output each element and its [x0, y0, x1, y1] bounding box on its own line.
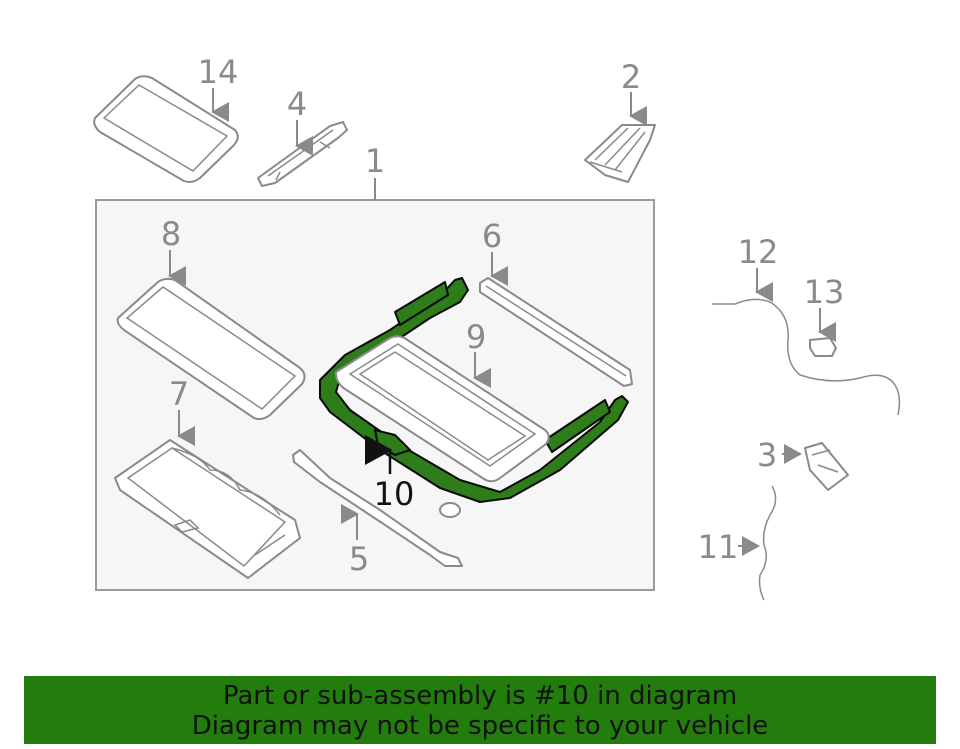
callout-7: 7 [169, 375, 189, 413]
callout-4: 4 [287, 85, 307, 123]
banner-line-1: Part or sub-assembly is #10 in diagram [222, 681, 738, 711]
callout-1: 1 [365, 142, 385, 180]
cap [439, 502, 461, 518]
callout-14: 14 [198, 53, 239, 91]
callout-13: 13 [804, 273, 845, 311]
part-13-clip[interactable] [809, 337, 837, 357]
callout-8: 8 [161, 215, 181, 253]
part-11-hose[interactable] [758, 485, 777, 601]
part-3-bracket[interactable] [804, 442, 849, 491]
callout-10: 10 [374, 475, 415, 513]
callout-5: 5 [349, 540, 369, 578]
part-9-glass-panel[interactable] [334, 335, 550, 483]
part-2-bracket[interactable] [584, 124, 656, 183]
parts-diagram: 1 2 3 4 5 6 7 8 9 10 11 12 13 14 [93, 53, 901, 601]
banner-line-2: Diagram may not be specific to your vehi… [191, 711, 769, 741]
callout-12: 12 [738, 233, 779, 271]
callout-9: 9 [466, 318, 486, 356]
callout-2: 2 [621, 58, 641, 96]
part-4-rail[interactable] [257, 121, 348, 187]
part-14-glass-panel[interactable] [93, 75, 239, 183]
callout-6: 6 [482, 217, 502, 255]
part-7-shade-frame[interactable] [114, 439, 301, 579]
part-6-seal[interactable] [479, 277, 633, 387]
callout-3: 3 [757, 436, 777, 474]
part-5-seal-strip[interactable] [292, 449, 463, 567]
info-banner: Part or sub-assembly is #10 in diagram D… [24, 676, 936, 744]
part-12-drain-hose[interactable] [712, 298, 901, 416]
callout-11: 11 [698, 528, 739, 566]
